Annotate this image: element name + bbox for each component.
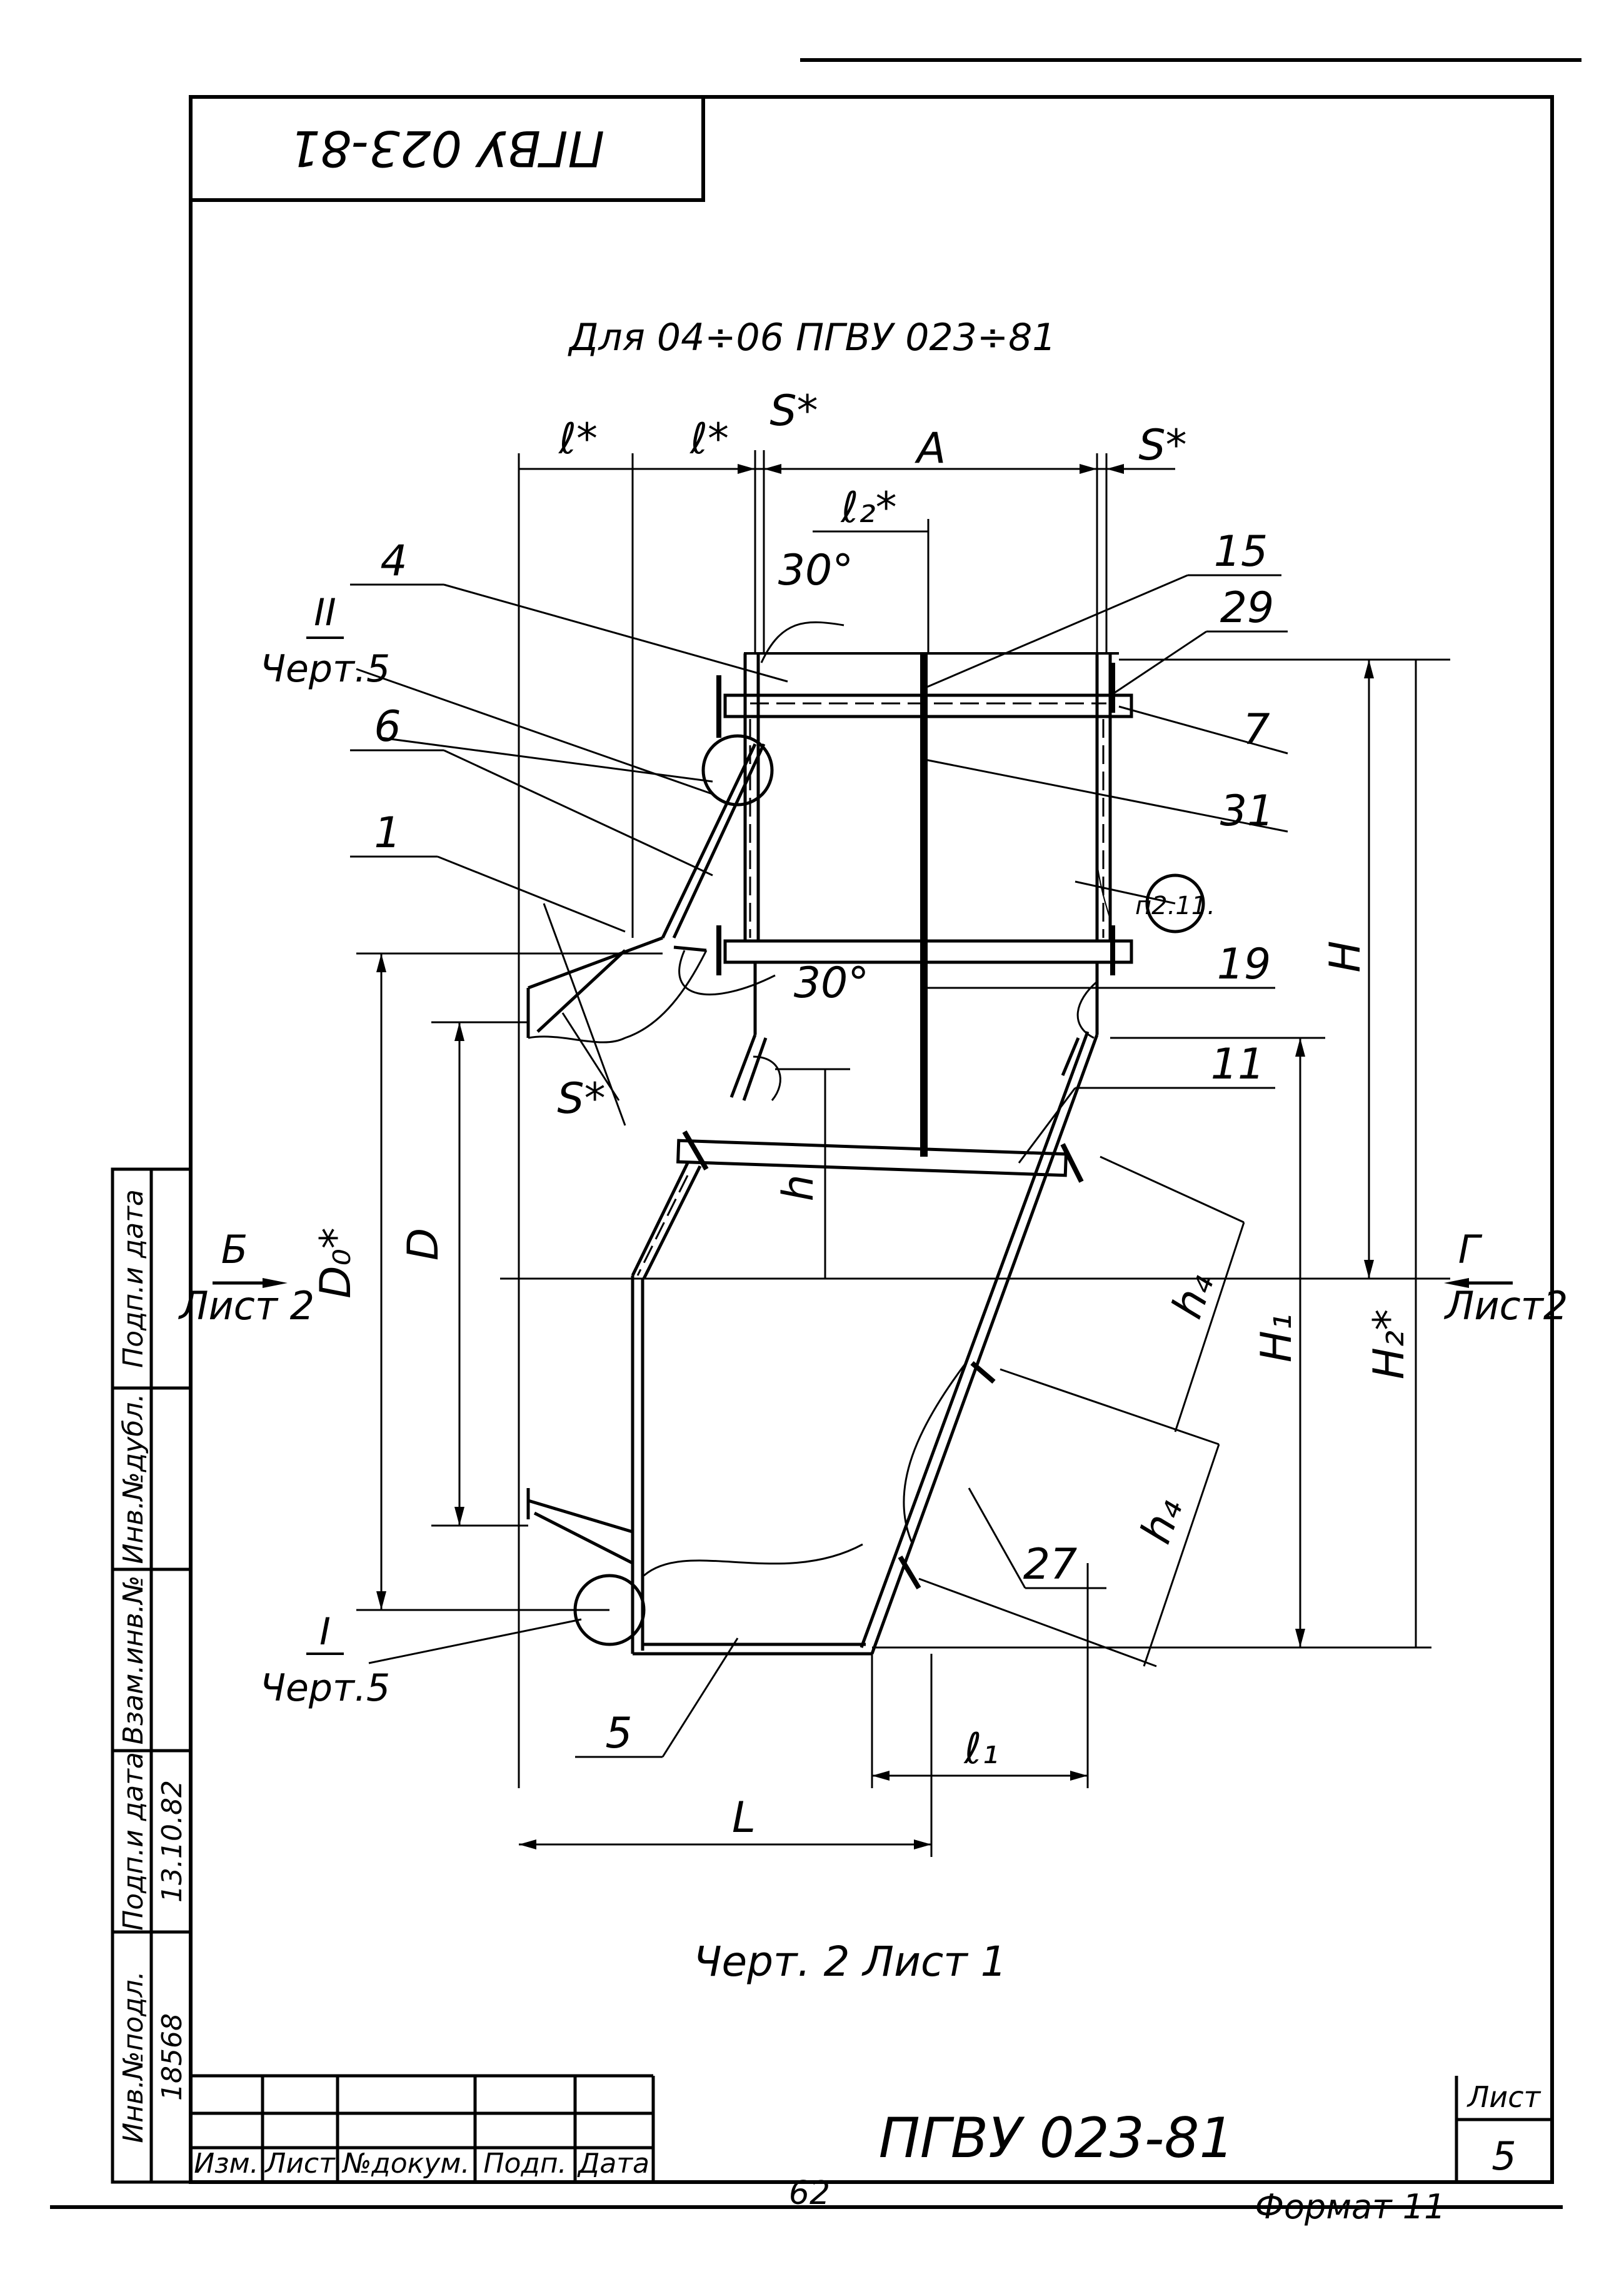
- side-col-inv-podl: Инв.№подл.: [118, 1971, 149, 2143]
- dim-angle-mid: 30°: [794, 958, 870, 1008]
- callout-11: 11: [1211, 1040, 1265, 1089]
- dim-D: D: [399, 1228, 448, 1260]
- dim-l-star-2: ℓ*: [689, 415, 729, 464]
- dim-l-star-1: ℓ*: [558, 415, 598, 464]
- dim-H1: H₁: [1252, 1314, 1301, 1362]
- leader-lines: [350, 574, 1288, 1758]
- dim-angle-top: 30°: [778, 546, 854, 595]
- callout-4: 4: [380, 536, 407, 586]
- applicability-note: Для 04÷06 ПГВУ 023÷81: [568, 316, 1056, 360]
- tb-col-ndokum: №докум.: [341, 2148, 470, 2180]
- detail-II-sheet: Черт.5: [260, 647, 390, 691]
- callout-5: 5: [605, 1709, 632, 1758]
- detail-I-sheet: Черт.5: [260, 1666, 390, 1710]
- side-col-podp-data-2: Подп.и дата: [118, 1189, 149, 1368]
- dim-D0-star: D₀*: [311, 1227, 361, 1299]
- title-block-columns: Изм. Лист №докум. Подп. Дата: [194, 2148, 649, 2180]
- drawing-caption: Черт. 2 Лист 1: [693, 1938, 1006, 1986]
- arrowheads: [263, 464, 1469, 1849]
- dim-h4-lower: h₄: [1131, 1492, 1193, 1550]
- dim-A: A: [915, 424, 946, 473]
- footer-format: Формат 11: [1255, 2187, 1446, 2226]
- title-block-grid: [191, 2074, 1552, 2182]
- dim-L: L: [732, 1793, 756, 1843]
- dim-s-star-top-left: S*: [769, 386, 818, 436]
- top-stamp-code: ПГВУ 023-81: [289, 119, 604, 176]
- part-outline: [526, 652, 1133, 1656]
- top-stamp-box: [191, 97, 705, 202]
- drawing-frame: [189, 95, 1554, 2184]
- callout-6: 6: [374, 702, 401, 752]
- view-G-letter: Г: [1458, 1227, 1483, 1272]
- dim-s-star-left: S*: [557, 1074, 605, 1124]
- dim-l1: ℓ₁: [963, 1724, 998, 1774]
- view-G-sheet: Лист2: [1444, 1283, 1568, 1329]
- side-stamp-grid: [111, 1167, 193, 2184]
- footer-page-number: 62: [789, 2175, 830, 2212]
- dim-H2-star: H₂*: [1365, 1309, 1414, 1379]
- view-B-letter: Б: [221, 1227, 248, 1272]
- tb-col-list: Лист: [264, 2148, 336, 2180]
- callout-29: 29: [1220, 583, 1275, 633]
- detail-II-number: II: [314, 591, 336, 635]
- callout-31: 31: [1220, 787, 1275, 836]
- note-circle-text: п2.11.: [1135, 892, 1215, 920]
- title-block-sheet-number: 5: [1491, 2133, 1516, 2179]
- dimension-lines: [356, 450, 1450, 1857]
- side-col-vzam: Взам.инв.№: [118, 1576, 149, 1745]
- side-col-podp-data: Подп.и дата: [118, 1752, 149, 1931]
- view-markers: Б Лист 2 Г Лист2: [178, 1227, 1568, 1329]
- note-circle: [1145, 873, 1205, 933]
- dim-s-star-top-right: S*: [1138, 421, 1186, 470]
- callout-7: 7: [1243, 705, 1270, 755]
- dim-h4-upper: h₄: [1163, 1267, 1224, 1325]
- detail-I-number: I: [319, 1610, 331, 1654]
- title-block-doc-code: ПГВУ 023-81: [879, 2106, 1235, 2170]
- side-inv-value: 18568: [156, 2013, 188, 2101]
- tb-col-data: Дата: [577, 2148, 649, 2180]
- side-stamp-text: Инв.№подл. Подп.и дата Взам.инв.№ Инв.№д…: [118, 1189, 188, 2143]
- dim-l2-star: ℓ₂*: [840, 483, 896, 533]
- side-date-value: 13.10.82: [156, 1780, 188, 1903]
- title-block-sheet-label: Лист: [1466, 2080, 1541, 2114]
- tb-col-izm: Изм.: [194, 2148, 259, 2180]
- callout-numbers: 4 15 29 7 31 6 1 19 11 27 5: [374, 527, 1274, 1758]
- dim-h: h: [774, 1174, 823, 1201]
- tb-col-podp: Подп.: [483, 2148, 566, 2180]
- callout-15: 15: [1214, 527, 1268, 576]
- callout-19: 19: [1217, 940, 1271, 989]
- detail-references: II Черт.5 I Черт.5: [260, 591, 390, 1710]
- callout-27: 27: [1023, 1540, 1078, 1589]
- view-B-sheet: Лист 2: [178, 1283, 314, 1329]
- callout-1: 1: [374, 808, 401, 858]
- side-col-inv-dubl: Инв.№дубл.: [118, 1393, 149, 1564]
- dim-H: H: [1321, 940, 1370, 972]
